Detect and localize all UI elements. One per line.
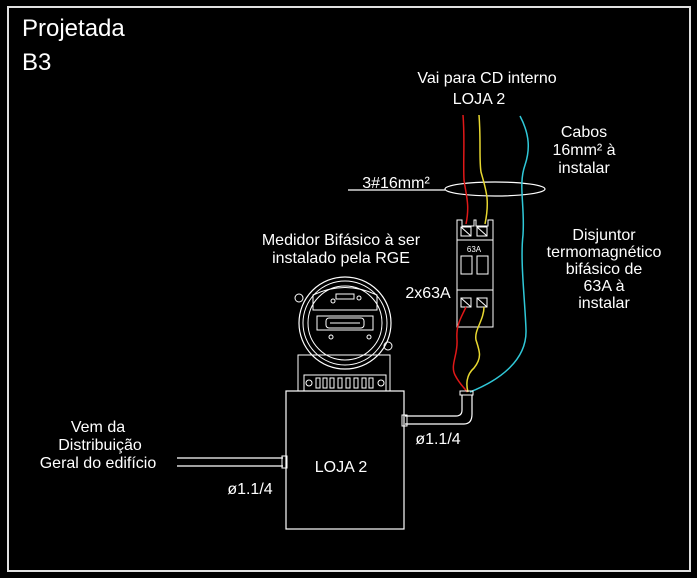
cables-label-3: instalar	[558, 160, 610, 177]
meter-terminal-block	[305, 377, 385, 389]
loja-box-label: LOJA 2	[315, 459, 368, 476]
wire-neutral	[469, 115, 530, 393]
source-label-1: Vem da	[71, 419, 125, 436]
cables-label-2: 16mm² à	[552, 142, 615, 159]
breaker-face-rating: 63A	[467, 245, 482, 254]
breaker-desc-1: Disjuntor	[572, 227, 636, 244]
meter-desc-2: instalado pela RGE	[272, 250, 410, 267]
source-label-2: Distribuição	[58, 437, 142, 454]
wire-phase-a-bottom	[452, 306, 468, 393]
energy-meter	[294, 276, 393, 392]
conduit-left	[177, 455, 288, 469]
breaker-desc-3: bifásico de	[566, 261, 643, 278]
wire-phase-b-top	[478, 114, 488, 225]
breaker-rating-label: 2x63A	[405, 285, 451, 302]
breaker-63a: 63A	[456, 219, 494, 328]
breaker-desc-4: 63A à	[584, 278, 625, 295]
breaker-desc-5: instalar	[578, 295, 630, 312]
meter-desc-1: Medidor Bifásico à ser	[262, 232, 421, 249]
conductor-bundle-ellipse	[444, 181, 546, 197]
conduit-right-label: ø1.1/4	[415, 431, 460, 448]
conductor-spec-label: 3#16mm²	[362, 175, 430, 192]
destination-label-1: Vai para CD interno	[417, 70, 556, 87]
breaker-desc-2: termomagnético	[547, 244, 662, 261]
conduit-right	[401, 390, 474, 427]
drawing-frame	[7, 6, 691, 572]
wire-phase-b-bottom	[466, 306, 485, 393]
destination-label-2: LOJA 2	[453, 91, 506, 108]
title-line-2: B3	[22, 49, 51, 76]
wire-phase-a-top	[462, 114, 469, 225]
conduit-left-label: ø1.1/4	[227, 481, 272, 498]
title-line-1: Projetada	[22, 15, 125, 42]
source-label-3: Geral do edifício	[40, 455, 157, 472]
cables-label-1: Cabos	[561, 124, 607, 141]
